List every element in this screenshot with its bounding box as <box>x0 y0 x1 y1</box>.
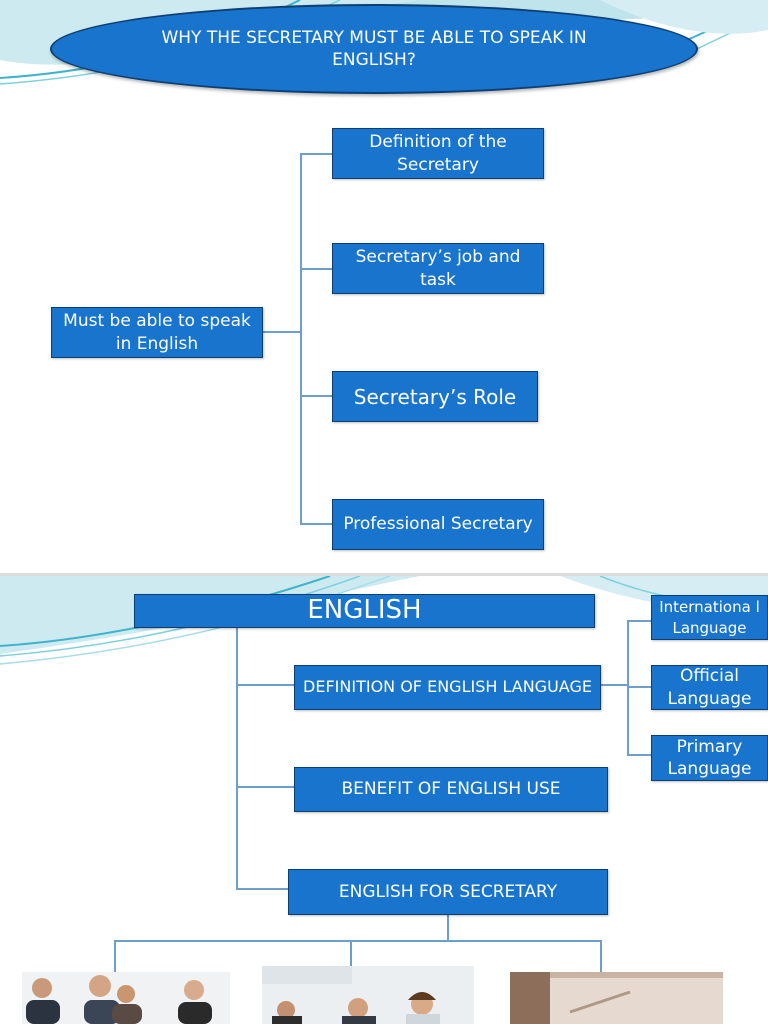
connector-definition-out <box>601 684 628 686</box>
node-english-for-secretary: ENGLISH FOR SECRETARY <box>288 869 608 915</box>
photo-drop-2 <box>350 940 352 972</box>
connector-benefit <box>236 786 294 788</box>
slide-1-title: WHY THE SECRETARY MUST BE ABLE TO SPEAK … <box>161 27 587 70</box>
node-label: Internationa l Language <box>659 598 760 637</box>
node-definition-secretary: Definition of the Secretary <box>332 128 544 179</box>
business-people-photo-icon <box>22 972 230 1024</box>
node-label: Primary Language <box>667 736 752 779</box>
node-label: BENEFIT OF ENGLISH USE <box>341 779 561 800</box>
photo-drop-3 <box>600 940 602 972</box>
node-official-language: Official Language <box>651 665 768 710</box>
node-label: ENGLISH FOR SECRETARY <box>338 881 558 902</box>
node-benefit-english: BENEFIT OF ENGLISH USE <box>294 767 608 812</box>
root-connector <box>263 331 301 333</box>
photo-drop-1 <box>114 940 116 972</box>
connector-primary <box>627 754 651 756</box>
slide-separator <box>0 573 768 576</box>
connector-international <box>627 620 651 622</box>
branch-connector-3 <box>300 395 332 397</box>
branch-connector-2 <box>300 268 332 270</box>
slide-1: WHY THE SECRETARY MUST BE ABLE TO SPEAK … <box>0 0 768 550</box>
node-label: DEFINITION OF ENGLISH LANGUAGE <box>303 677 592 697</box>
document-photo-icon <box>510 972 723 1024</box>
node-professional-secretary: Professional Secretary <box>332 499 544 550</box>
node-job-and-task: Secretary’s job and task <box>332 243 544 294</box>
vertical-trunk <box>300 153 302 525</box>
branch-connector-1 <box>300 153 332 155</box>
connector-definition <box>236 684 294 686</box>
node-label: ENGLISH <box>307 595 422 626</box>
english-trunk <box>236 628 238 890</box>
branch-connector-4 <box>300 523 332 525</box>
title-ellipse: WHY THE SECRETARY MUST BE ABLE TO SPEAK … <box>50 4 698 94</box>
node-label: Definition of the Secretary <box>369 132 507 175</box>
node-definition-english: DEFINITION OF ENGLISH LANGUAGE <box>294 665 601 710</box>
node-secretary-role: Secretary’s Role <box>332 371 538 422</box>
secretary-drop <box>447 915 449 941</box>
node-label: Secretary’s job and task <box>355 247 521 290</box>
root-node-speak-english: Must be able to speak in English <box>51 307 263 358</box>
node-label: Secretary’s Role <box>353 384 517 409</box>
node-label: Professional Secretary <box>343 514 533 535</box>
slide-2: ENGLISH DEFINITION OF ENGLISH LANGUAGE B… <box>0 576 768 1024</box>
node-label: Official Language <box>667 666 752 709</box>
meeting-photo-icon <box>262 966 474 1024</box>
root-node-label: Must be able to speak in English <box>63 311 251 354</box>
node-international-language: Internationa l Language <box>651 595 768 640</box>
connector-for-secretary <box>236 888 288 890</box>
node-english: ENGLISH <box>134 594 595 628</box>
connector-official <box>627 686 651 688</box>
photo-bar <box>114 940 602 942</box>
node-primary-language: Primary Language <box>651 735 768 781</box>
